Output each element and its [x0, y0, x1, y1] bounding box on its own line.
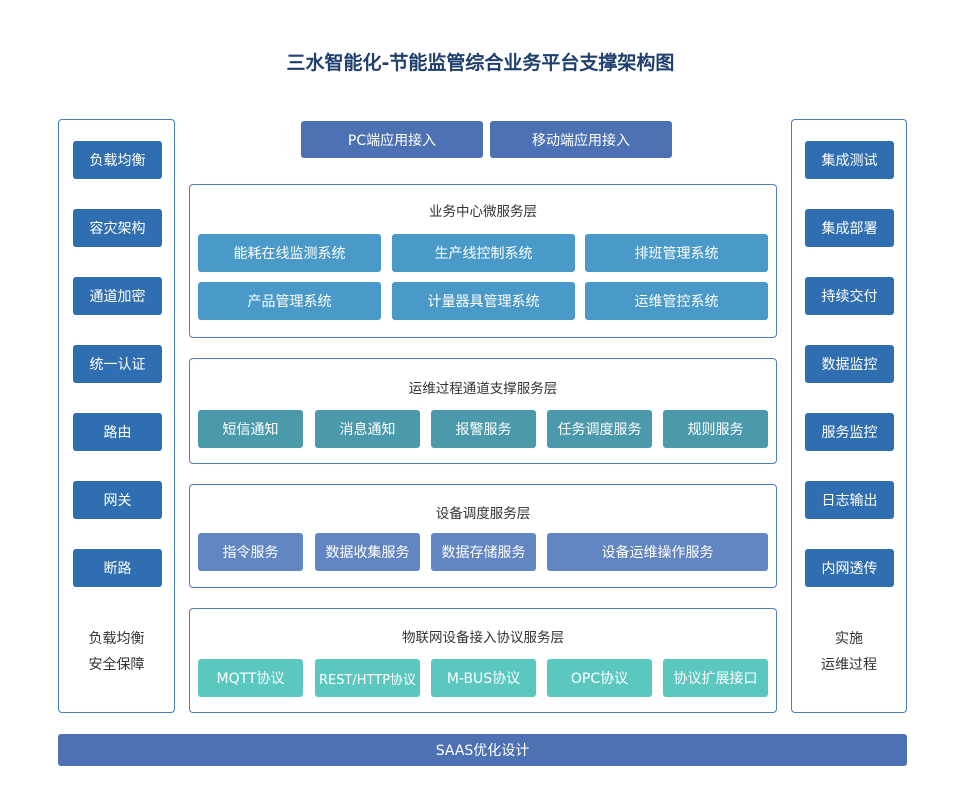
business-item-metering-management[interactable]: 计量器具管理系统 [392, 282, 575, 320]
left-item-load-balance[interactable]: 负载均衡 [73, 141, 162, 179]
right-caption: 实施 运维过程 [791, 626, 907, 678]
right-item-service-monitoring[interactable]: 服务监控 [805, 413, 894, 451]
business-item-production-line-control[interactable]: 生产线控制系统 [392, 234, 575, 272]
left-caption: 负载均衡 安全保障 [58, 626, 175, 678]
left-item-routing[interactable]: 路由 [73, 413, 162, 451]
device-item-command-service[interactable]: 指令服务 [198, 533, 303, 571]
business-item-energy-monitoring[interactable]: 能耗在线监测系统 [198, 234, 381, 272]
pc-access-button[interactable]: PC端应用接入 [301, 121, 483, 158]
left-item-disaster-recovery[interactable]: 容灾架构 [73, 209, 162, 247]
ops-item-alarm-service[interactable]: 报警服务 [431, 410, 536, 448]
right-item-continuous-delivery[interactable]: 持续交付 [805, 277, 894, 315]
left-caption-line1: 负载均衡 [88, 631, 145, 647]
saas-optimization-bar[interactable]: SAAS优化设计 [58, 734, 907, 766]
business-item-ops-control[interactable]: 运维管控系统 [585, 282, 768, 320]
right-caption-line1: 实施 [835, 631, 863, 647]
ops-item-rule-service[interactable]: 规则服务 [663, 410, 768, 448]
protocol-item-m-bus[interactable]: M-BUS协议 [431, 659, 536, 697]
right-item-data-monitoring[interactable]: 数据监控 [805, 345, 894, 383]
ops-item-task-scheduling[interactable]: 任务调度服务 [547, 410, 652, 448]
page-title: 三水智能化-节能监管综合业务平台支撑架构图 [286, 52, 675, 74]
device-item-ops-operation[interactable]: 设备运维操作服务 [547, 533, 768, 571]
protocol-item-mqtt[interactable]: MQTT协议 [198, 659, 303, 697]
left-item-circuit-breaker[interactable]: 断路 [73, 549, 162, 587]
left-caption-line2: 安全保障 [88, 657, 145, 673]
device-dispatch-layer-title: 设备调度服务层 [435, 506, 531, 522]
right-item-integration-test[interactable]: 集成测试 [805, 141, 894, 179]
device-item-data-collection[interactable]: 数据收集服务 [315, 533, 420, 571]
protocol-item-extension-interface[interactable]: 协议扩展接口 [663, 659, 768, 697]
ops-item-sms-notification[interactable]: 短信通知 [198, 410, 303, 448]
right-item-integration-deploy[interactable]: 集成部署 [805, 209, 894, 247]
iot-protocol-layer-title: 物联网设备接入协议服务层 [402, 630, 564, 646]
right-item-intranet-penetration[interactable]: 内网透传 [805, 549, 894, 587]
business-item-shift-management[interactable]: 排班管理系统 [585, 234, 768, 272]
mobile-access-button[interactable]: 移动端应用接入 [490, 121, 672, 158]
business-item-product-management[interactable]: 产品管理系统 [198, 282, 381, 320]
ops-item-message-notification[interactable]: 消息通知 [315, 410, 420, 448]
right-caption-line2: 运维过程 [821, 657, 877, 673]
left-item-channel-encryption[interactable]: 通道加密 [73, 277, 162, 315]
right-item-log-output[interactable]: 日志输出 [805, 481, 894, 519]
device-item-data-storage[interactable]: 数据存储服务 [431, 533, 536, 571]
protocol-item-opc[interactable]: OPC协议 [547, 659, 652, 697]
protocol-item-rest-http[interactable]: REST/HTTP协议 [315, 659, 420, 697]
ops-channel-layer-title: 运维过程通道支撑服务层 [408, 381, 558, 397]
left-item-gateway[interactable]: 网关 [73, 481, 162, 519]
left-item-unified-auth[interactable]: 统一认证 [73, 345, 162, 383]
business-layer-title: 业务中心微服务层 [429, 204, 537, 220]
